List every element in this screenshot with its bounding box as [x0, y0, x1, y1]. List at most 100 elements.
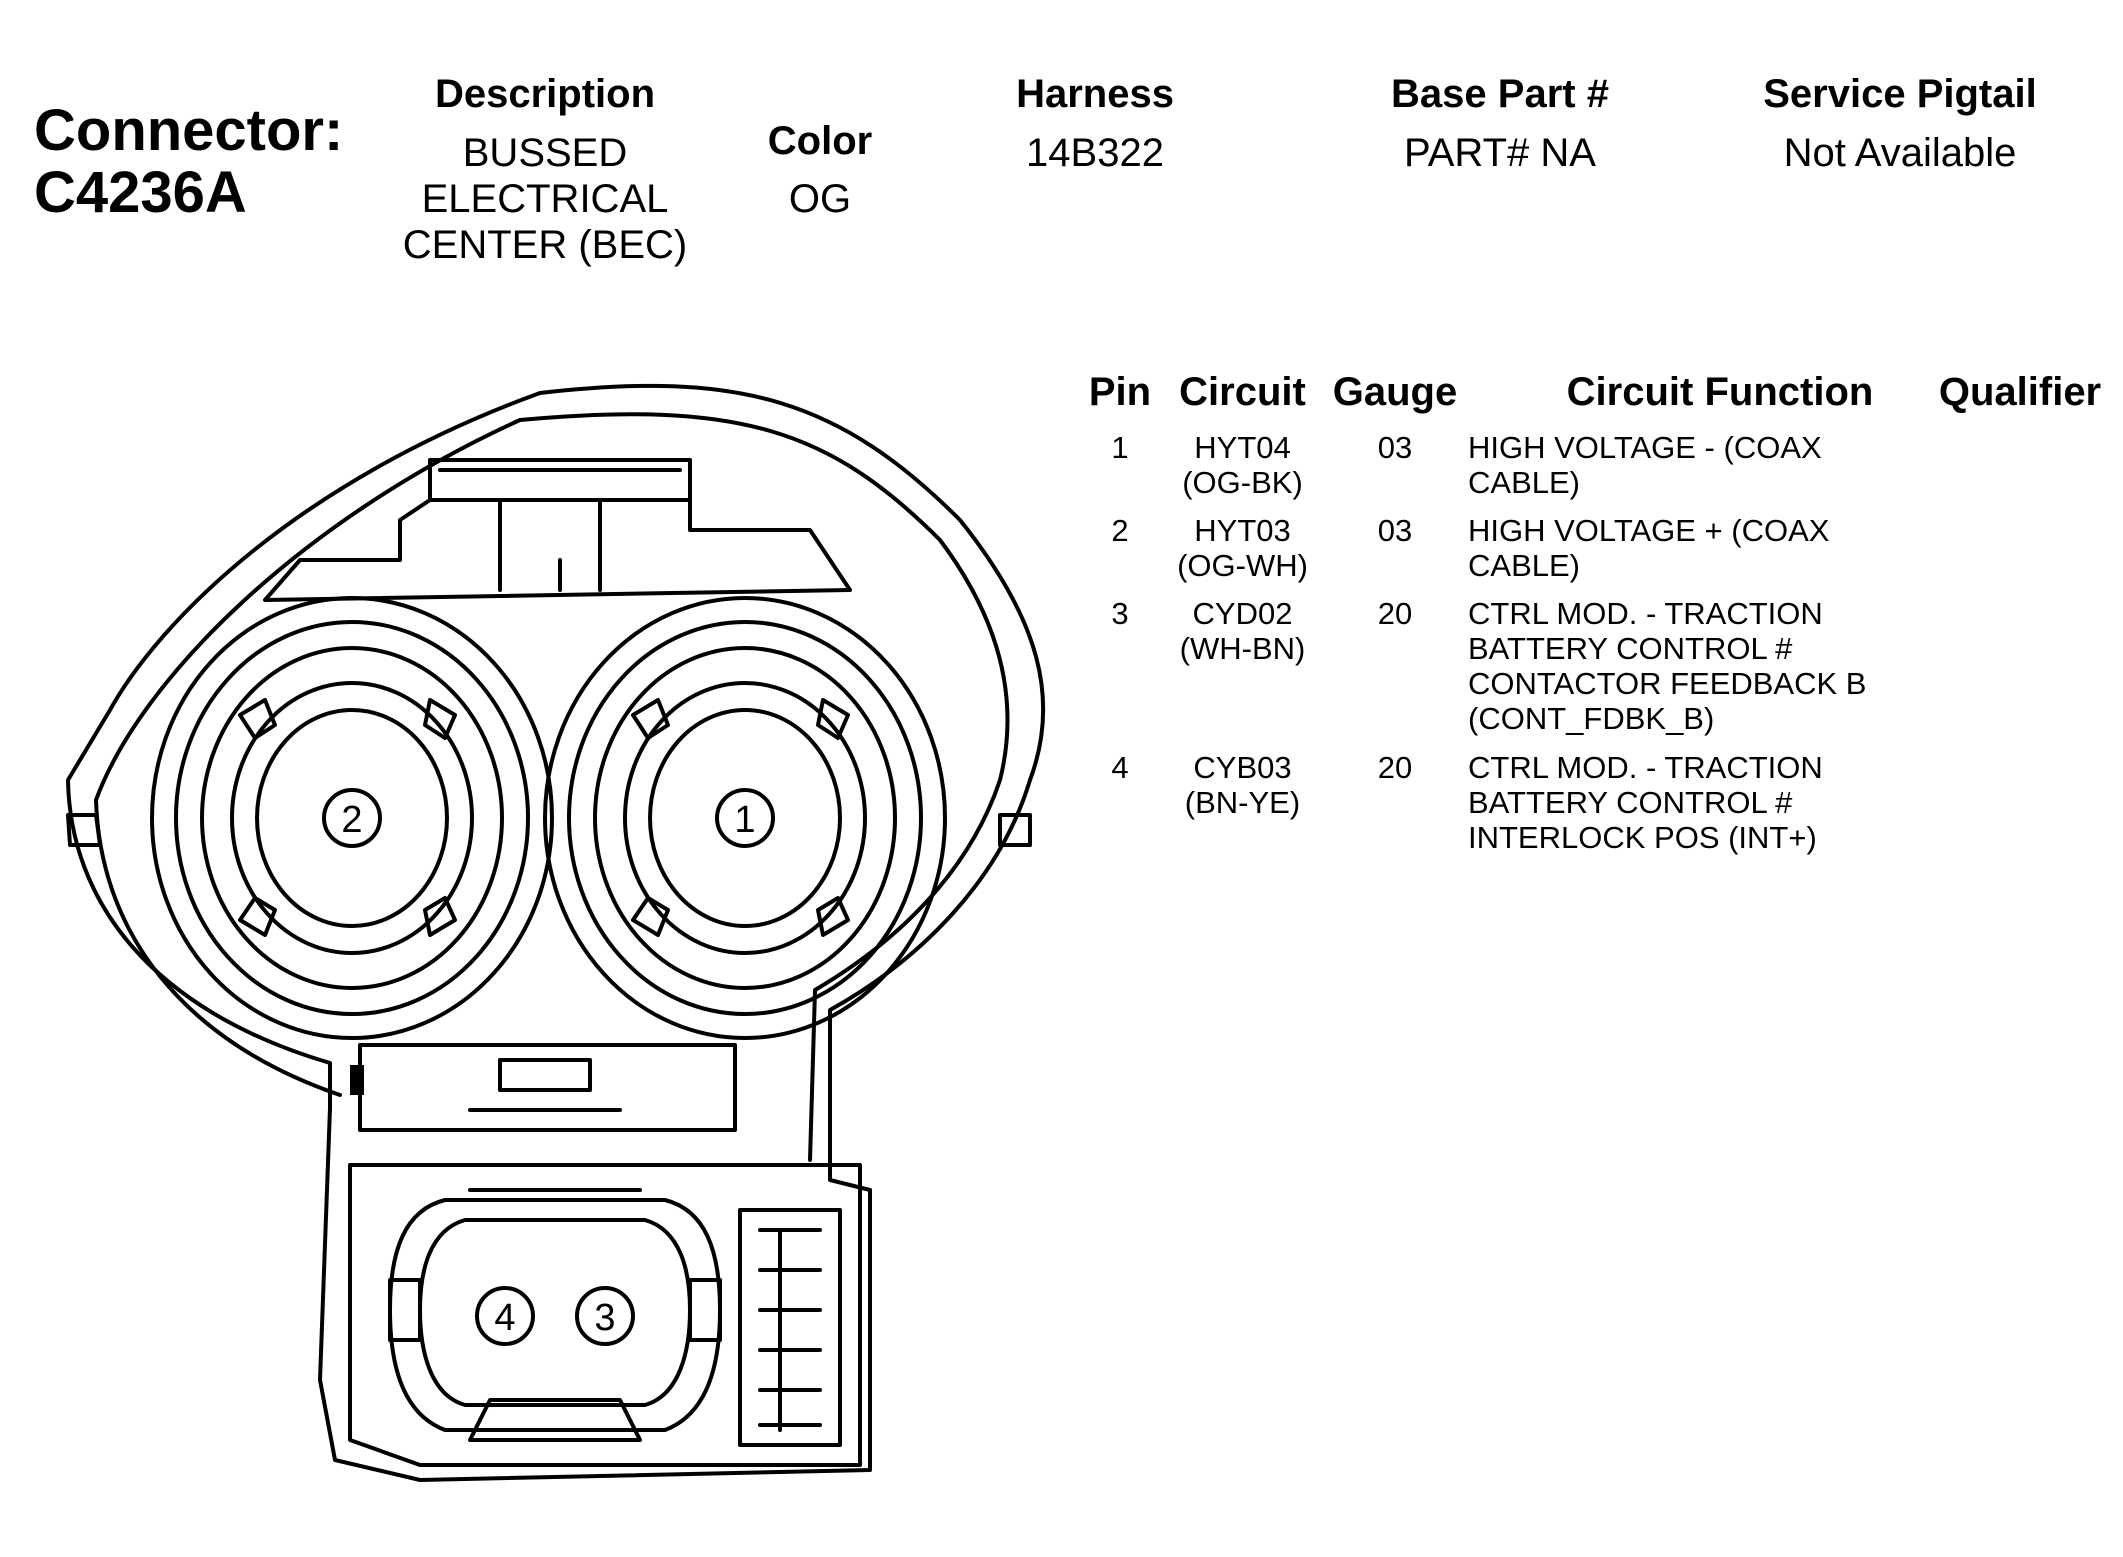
circuit-column-header: Circuit	[1179, 370, 1306, 414]
harness-value: 14B322	[1026, 131, 1164, 175]
left-cavity-ring-2	[200, 646, 504, 990]
description-line: ELECTRICAL	[421, 177, 669, 221]
base-part-value: PART# NA	[1404, 131, 1596, 175]
polarization-mark	[350, 1065, 364, 1095]
right-cavity-latch	[631, 896, 670, 937]
left-cavity-latch	[238, 896, 277, 937]
right-cavity-ring-4	[648, 708, 842, 928]
function-line: BATTERY CONTROL #	[1468, 785, 1793, 820]
circuit-color: (OG-WH)	[1177, 548, 1308, 583]
right-cavity-ring-1	[567, 620, 923, 1016]
function-line: BATTERY CONTROL #	[1468, 631, 1793, 666]
lower-cavity-side-tab	[388, 1278, 422, 1342]
pin-3-circle	[575, 1286, 635, 1346]
harness-header: Harness	[1016, 72, 1174, 116]
color-header: Color	[767, 119, 873, 163]
gauge-value: 20	[1377, 750, 1413, 785]
pin-column-header: Pin	[1088, 370, 1152, 414]
circuit-function-column-header: Circuit Function	[1566, 370, 1874, 414]
circuit-code: HYT04 (OG-BK)	[1155, 430, 1330, 500]
function-line: CABLE)	[1468, 548, 1580, 583]
middle-bridge-detail	[468, 1058, 622, 1112]
circuit-color: (WH-BN)	[1179, 631, 1306, 666]
pin-number: 2	[1111, 513, 1129, 548]
pin-2-circle	[322, 788, 382, 848]
housing-outline	[66, 383, 1046, 1482]
base-part-header: Base Part #	[1391, 72, 1609, 116]
left-cavity-outer	[150, 596, 554, 1040]
pin-2-label: 2	[341, 799, 362, 841]
circuit-function: CTRL MOD. - TRACTION BATTERY CONTROL # C…	[1468, 596, 1988, 736]
function-line: HIGH VOLTAGE + (COAX	[1468, 513, 1830, 548]
left-cavity-latch	[238, 698, 277, 740]
connector-title: Connector: C4236A	[34, 100, 343, 224]
color-value: OG	[788, 177, 852, 221]
right-cavity-latch	[631, 698, 670, 740]
middle-bridge	[358, 1043, 737, 1132]
pin-4-circle	[475, 1286, 535, 1346]
top-latch-detail	[428, 468, 692, 592]
right-cavity-latch	[816, 698, 850, 740]
left-cavity-ring-1	[174, 620, 530, 1016]
pin-3-label: 3	[594, 1297, 615, 1339]
function-line: (CONT_FDBK_B)	[1468, 701, 1715, 736]
function-line: INTERLOCK POS (INT+)	[1468, 820, 1817, 855]
description-header: Description	[434, 72, 656, 116]
left-cavity-latch	[423, 896, 457, 937]
function-line: CONTACTOR FEEDBACK B	[1468, 666, 1867, 701]
function-line: HIGH VOLTAGE - (COAX	[1468, 430, 1822, 465]
left-cavity-ring-4	[255, 708, 449, 928]
right-cavity-ring-2	[593, 646, 897, 990]
left-cavity-ring-3	[230, 681, 474, 955]
pin-1-label: 1	[734, 799, 755, 841]
gauge-value: 03	[1377, 430, 1413, 465]
circuit-color: (BN-YE)	[1184, 785, 1301, 820]
circuit-id: CYD02	[1192, 596, 1293, 631]
circuit-id: CYB03	[1193, 750, 1292, 785]
top-latch	[263, 458, 852, 602]
pin-number: 3	[1111, 596, 1129, 631]
service-pigtail-value: Not Available	[1783, 131, 2017, 175]
circuit-function: CTRL MOD. - TRACTION BATTERY CONTROL # I…	[1468, 750, 1988, 855]
function-line: CTRL MOD. - TRACTION	[1468, 596, 1823, 631]
circuit-function: HIGH VOLTAGE - (COAX CABLE)	[1468, 430, 1988, 500]
qualifier-column-header: Qualifier	[1938, 370, 2102, 414]
circuit-code: CYB03 (BN-YE)	[1155, 750, 1330, 820]
pin-number: 4	[1111, 750, 1129, 785]
housing-inner-outline	[94, 412, 1010, 1162]
pin-number: 1	[1111, 430, 1129, 465]
description-line: CENTER (BEC)	[402, 223, 688, 267]
right-side-tab	[998, 813, 1032, 847]
service-pigtail-header: Service Pigtail	[1763, 72, 2037, 116]
circuit-function: HIGH VOLTAGE + (COAX CABLE)	[1468, 513, 1988, 583]
left-side-tab	[66, 813, 102, 847]
circuit-code: CYD02 (WH-BN)	[1155, 596, 1330, 666]
lower-cavity-bottom-rib	[468, 1398, 642, 1442]
lower-cavity-side-tab	[688, 1278, 722, 1342]
circuit-id: HYT03	[1194, 513, 1291, 548]
left-cavity-latch	[423, 698, 457, 740]
connector-id: C4236A	[34, 160, 247, 225]
function-line: CTRL MOD. - TRACTION	[1468, 750, 1823, 785]
lower-housing	[348, 1163, 862, 1467]
gauge-value: 03	[1377, 513, 1413, 548]
right-cavity-ring-3	[623, 681, 867, 955]
lock-mechanism-detail	[758, 1228, 822, 1432]
gauge-value: 20	[1377, 596, 1413, 631]
description-line: BUSSED	[462, 131, 628, 175]
connector-label: Connector:	[34, 98, 344, 163]
pin-4-label: 4	[494, 1297, 515, 1339]
lower-cavity-outer	[388, 1198, 722, 1432]
lower-cavity-inner	[418, 1218, 692, 1407]
right-cavity-outer	[543, 596, 947, 1040]
description-value: BUSSED ELECTRICAL CENTER (BEC)	[350, 130, 740, 268]
function-line: CABLE)	[1468, 465, 1580, 500]
circuit-id: HYT04	[1194, 430, 1291, 465]
pin-1-circle	[715, 788, 775, 848]
circuit-code: HYT03 (OG-WH)	[1155, 513, 1330, 583]
gauge-column-header: Gauge	[1332, 370, 1458, 414]
right-cavity-latch	[816, 896, 850, 937]
lock-mechanism	[738, 1208, 842, 1447]
circuit-color: (OG-BK)	[1182, 465, 1303, 500]
